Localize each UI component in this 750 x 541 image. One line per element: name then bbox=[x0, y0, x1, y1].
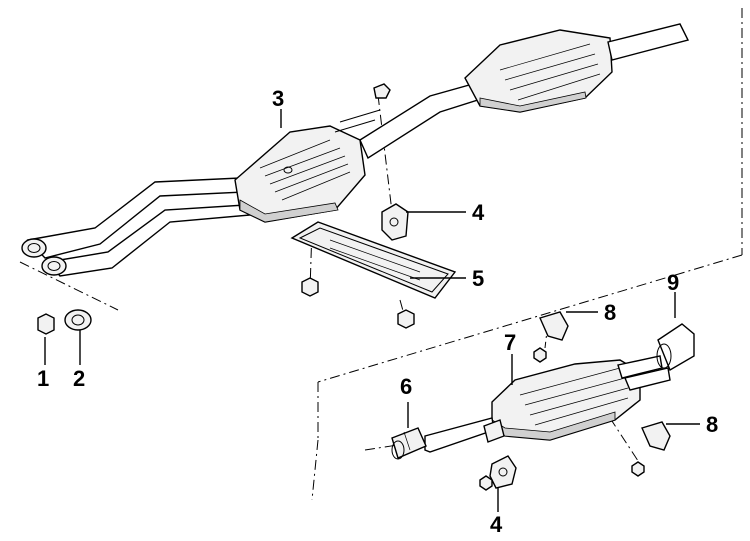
callout-8-top: 8 bbox=[604, 300, 616, 325]
leader-lines bbox=[44, 109, 700, 512]
callout-7: 7 bbox=[504, 330, 516, 355]
front-pipe bbox=[21, 177, 252, 277]
callout-8-bottom: 8 bbox=[706, 412, 718, 437]
nut-heat-shield bbox=[397, 309, 415, 329]
callout-4-top: 4 bbox=[472, 200, 485, 225]
heat-shield bbox=[290, 221, 457, 299]
clamp bbox=[391, 427, 427, 460]
callout-4-bottom: 4 bbox=[490, 512, 503, 537]
tailpipe bbox=[656, 323, 695, 372]
rubber-mount-bottom bbox=[479, 455, 517, 491]
bolt-heat-shield bbox=[301, 277, 319, 297]
front-flange-right bbox=[41, 256, 67, 276]
bracket-8-top bbox=[539, 311, 569, 341]
rear-muffler bbox=[424, 355, 671, 453]
rear-catalytic-converter bbox=[464, 23, 690, 113]
callout-9: 9 bbox=[667, 270, 679, 295]
callout-5: 5 bbox=[472, 266, 484, 291]
bracket-8-bottom bbox=[641, 421, 671, 451]
callout-2: 2 bbox=[73, 366, 85, 391]
callout-1: 1 bbox=[37, 366, 49, 391]
gasket bbox=[64, 309, 92, 331]
brackets bbox=[533, 311, 671, 477]
callout-6: 6 bbox=[400, 374, 412, 399]
rubber-mount-top bbox=[373, 83, 409, 241]
fasteners bbox=[37, 277, 415, 335]
nut-1 bbox=[37, 313, 55, 335]
callout-3: 3 bbox=[272, 86, 284, 111]
front-flange-left bbox=[21, 238, 47, 258]
front-catalytic-converter bbox=[234, 125, 366, 223]
